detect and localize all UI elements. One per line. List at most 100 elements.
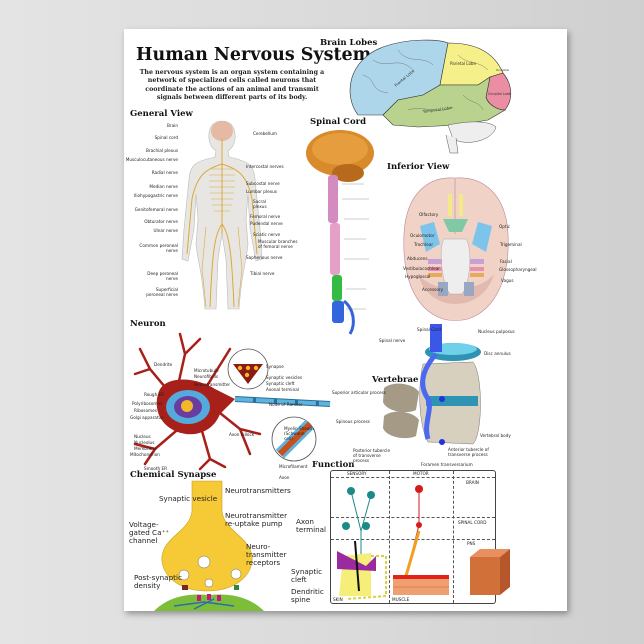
- label-reuptake-pump: Neurotransmitter re-uptake pump: [225, 511, 288, 528]
- occipital-pole-label: Occipital: [496, 68, 509, 72]
- vert-label-superior-articular: Superior articular process: [332, 390, 386, 395]
- label-median-nerve: Median nerve: [149, 184, 178, 189]
- cn-hypoglossal-label: Hypoglossal: [405, 274, 431, 279]
- function-label-skin: SKIN: [333, 597, 343, 602]
- label-deep-peroneal: Deep peroneal nerve: [147, 271, 178, 281]
- label-femoral: Femoral nerve: [250, 214, 281, 219]
- neuron-label-neurotransmitter: Neurotransmitter: [194, 382, 231, 387]
- vert-label-foramen: Foramen transversarium: [421, 462, 473, 467]
- neuron-label-rough-er: Rough ER: [144, 392, 165, 397]
- chemical-synapse-heading: Chemical Synapse: [130, 470, 217, 480]
- label-brachial-plexus: Brachial plexus: [146, 148, 178, 153]
- label-intercostal: Intercostal nerves: [246, 164, 284, 169]
- neuron-label-dendrite: Dendrite: [154, 362, 173, 367]
- label-brain: Brain: [167, 123, 178, 128]
- cn-olfactory-label: Olfactory: [419, 212, 439, 217]
- neuron-label-neurofibrils: Neurofibrils: [194, 374, 219, 379]
- cn-abducens-label: Abducens: [407, 256, 428, 261]
- neuron-label-polyribosomes: Polyribosomes: [132, 401, 163, 406]
- function-col-motor: MOTOR: [413, 471, 429, 476]
- neuron-label-ribosomes: Ribosomes: [134, 408, 157, 413]
- spinal-cord-heading: Spinal Cord: [310, 117, 367, 127]
- synapse-illustration: [154, 480, 264, 611]
- inferior-view-heading: Inferior View: [387, 162, 450, 172]
- label-genitofemoral: Genitofemoral nerve: [134, 207, 178, 212]
- cn-trigeminal-label: Trigeminal: [500, 242, 522, 247]
- label-cerebellum: Cerebellum: [253, 131, 278, 136]
- neuron-label-axon-hillock: Axon hillock: [229, 432, 255, 437]
- cerebellum: [447, 121, 497, 143]
- general-view-heading: General View: [130, 109, 193, 119]
- neuron-label-nucleolus: Nucleolus: [134, 440, 155, 445]
- temporal-lobe-label: Temporal Lobe: [421, 105, 452, 114]
- function-legend-pns: PNS: [467, 541, 476, 546]
- label-synaptic-cleft: Synaptic cleft: [291, 567, 323, 584]
- label-saphenous: Saphenous nerve: [246, 255, 283, 260]
- label-synaptic-vesicle: Synaptic vesicle: [159, 494, 218, 503]
- brain-lobes-illustration: Frontal Lobe Parietal Lobe Occipital Lob…: [349, 39, 512, 154]
- label-pudendal: Pudendal nerve: [250, 221, 283, 226]
- vertebrae-heading: Vertebrae: [372, 375, 419, 385]
- label-sciatic: Sciatic nerve: [253, 232, 281, 237]
- vertebrae-illustration: [383, 324, 481, 445]
- cn-optic-label: Optic: [499, 224, 511, 229]
- neuron-label-smooth-er: Smooth ER: [144, 466, 168, 471]
- brain-lobes-heading: Brain Lobes: [320, 38, 378, 48]
- vert-label-spinous: Spinous process: [336, 419, 370, 424]
- label-spinal-cord: Spinal cord: [154, 135, 178, 140]
- cn-vestibulocochlear-label: Vestibulocochlear: [403, 266, 440, 271]
- neuron-label-synapse: Synapse: [266, 364, 284, 369]
- label-tibial: Tibial nerve: [250, 271, 275, 276]
- neuron-illustration: [133, 332, 331, 471]
- neuron-label-golgi: Golgi apparatus: [130, 415, 164, 420]
- label-neurotransmitters: Neurotransmitters: [225, 486, 291, 495]
- label-obturator: Obturator nerve: [144, 219, 178, 224]
- label-muscular-branches: Muscular branches of femoral nerve: [258, 239, 298, 249]
- label-subcostal: Subcostal nerve: [246, 181, 280, 186]
- label-iliohypogastric: Iliohypogastric nerve: [133, 193, 178, 198]
- vert-label-posterior-tubercle: Posterior tubercle of transverse process: [353, 448, 391, 463]
- function-label-muscle: MUSCLE: [392, 597, 410, 602]
- neuron-label-synaptic-vesicles: Synaptic vesicles: [266, 375, 303, 380]
- neuron-heading: Neuron: [130, 319, 166, 329]
- neuron-label-nucleus: Nucleus: [134, 434, 151, 439]
- neuron-label-axon: Axon: [279, 475, 290, 480]
- neuron-label-synaptic-cleft: Synaptic cleft: [266, 381, 295, 386]
- neuron-label-microfilament: Microfilament: [279, 464, 308, 469]
- inferior-brain-illustration: [403, 177, 509, 321]
- vert-label-nucleus-pulposus: Nucleus pulposus: [478, 329, 515, 334]
- parietal-lobe-label: Parietal Lobe: [450, 61, 476, 66]
- label-radial-nerve: Radial nerve: [151, 170, 178, 175]
- function-heading: Function: [312, 460, 355, 470]
- function-legend-brain: BRAIN: [466, 480, 479, 485]
- poster-intro: The nervous system is an organ system co…: [139, 69, 325, 101]
- label-receptors: Neuro-transmitter receptors: [246, 542, 287, 567]
- cn-oculomotor-label: Oculomotor: [410, 233, 435, 238]
- neuron-label-node-ranvier: Node of Ranvier: [269, 402, 303, 407]
- neuron-label-axonal-terminal: Axonal terminal: [266, 387, 299, 392]
- cn-glossopharyngeal-label: Glossopharyngeal: [499, 267, 537, 272]
- neuron-label-myelin: Myelin Sheath (Schwann cell): [284, 426, 314, 441]
- label-postsynaptic-density: Post-synaptic density: [134, 573, 182, 590]
- spinal-cord-illustration: [306, 130, 374, 335]
- vert-label-disc-annulus: Disc annulus: [484, 351, 511, 356]
- label-common-peroneal: Common peroneal nerve: [139, 243, 178, 253]
- label-dendritic-spine: Dendritic spine: [291, 587, 324, 604]
- vert-label-spinal-nerve: Spinal nerve: [379, 338, 406, 343]
- body-nerve-illustration: [181, 120, 263, 310]
- neuron-label-mitochondrion: Mitochondrion: [130, 452, 160, 457]
- vert-label-spinal-cord: Spinal Cord: [417, 327, 441, 332]
- nervous-system-poster: Human Nervous System The nervous system …: [124, 29, 567, 611]
- label-sacral-plexus: Sacral plexus: [253, 199, 267, 209]
- function-legend-spinal: SPINAL CORD: [458, 520, 487, 525]
- label-ulnar: Ulnar nerve: [153, 228, 178, 233]
- vert-label-vertebral-body: Vertebral body: [480, 433, 511, 438]
- muscle-block-icon: [470, 549, 510, 595]
- label-calcium-channel: Voltage-gated Ca⁺⁺ channel: [129, 520, 170, 545]
- function-col-sensory: SENSORY: [347, 471, 367, 476]
- neuron-label-microtubule: Microtubule: [194, 368, 219, 373]
- function-diagram: SENSORY MOTOR BRAIN SPINAL CORD PNS SKIN…: [330, 470, 496, 604]
- label-musculocutaneous: Musculocutaneous nerve: [125, 157, 178, 162]
- cn-vagus-label: Vagus: [501, 278, 514, 283]
- poster-title: Human Nervous System: [136, 45, 372, 65]
